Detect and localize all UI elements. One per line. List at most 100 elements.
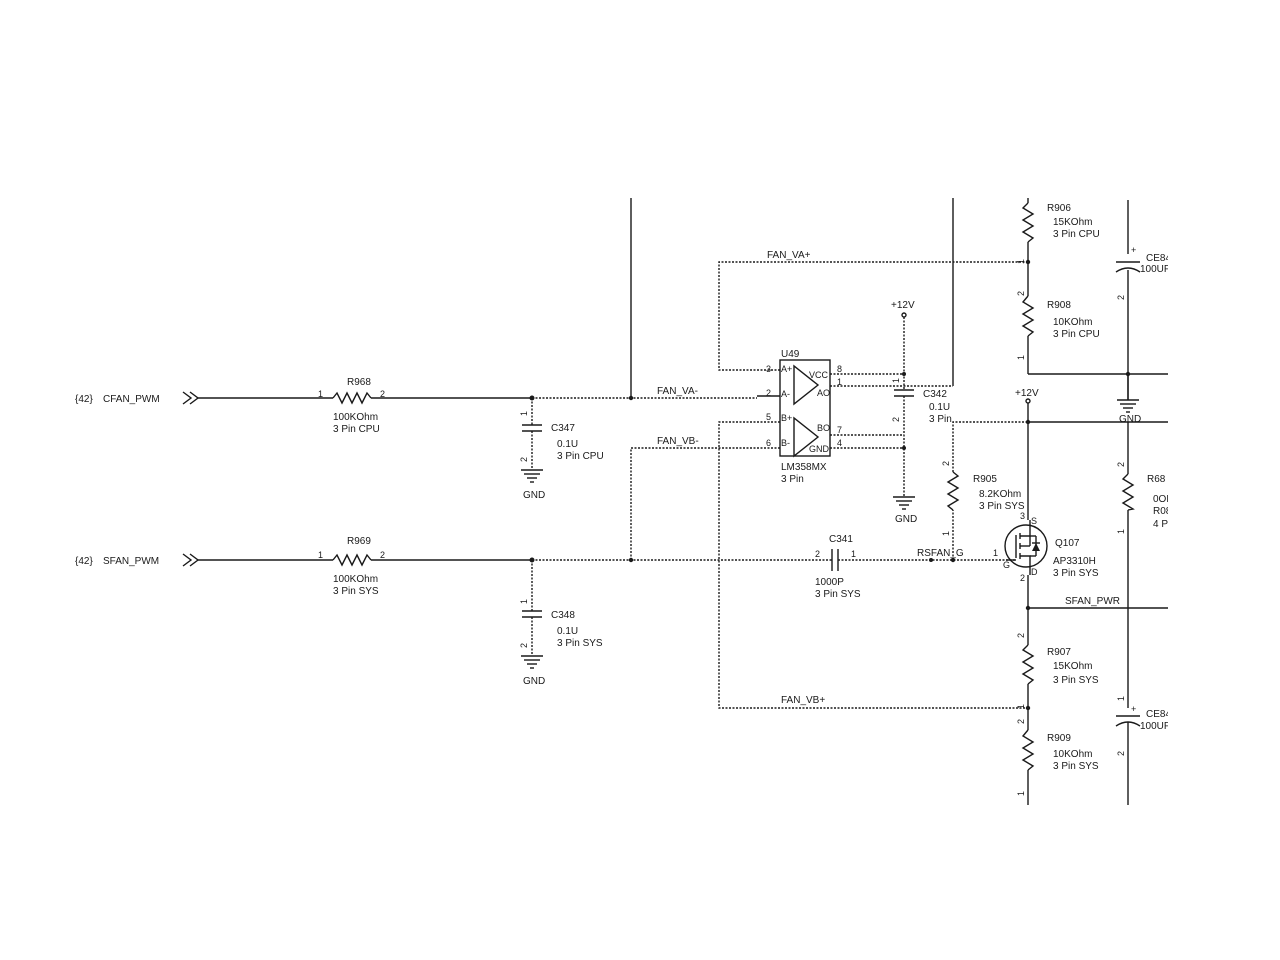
r905-ref: R905 (973, 474, 997, 485)
cfan-net-label: CFAN_PWM (103, 394, 160, 405)
fan-vb-minus-label: FAN_VB- (657, 436, 699, 447)
r906-value: 15KOhm (1053, 217, 1092, 228)
ce84-top-value: 100UF (1140, 264, 1170, 275)
c348-pin2: 2 (519, 643, 529, 648)
rsfan-g-label: RSFAN_G (917, 548, 964, 559)
r68-note: 4 Pi (1153, 519, 1170, 530)
q107-source-label: S (1031, 516, 1037, 526)
sfan-input-net: {42} SFAN_PWM (75, 553, 333, 567)
q107-ref: Q107 (1055, 538, 1080, 549)
r969-resistor[interactable]: R969 1 2 100KOhm 3 Pin SYS (318, 536, 385, 597)
c342-pin2: 2 (891, 417, 901, 422)
fan-vb-plus-label: FAN_VB+ (781, 695, 825, 706)
c341-capacitor[interactable]: C341 2 1 1000P 3 Pin SYS (815, 534, 1016, 600)
r68-pin1: 1 (1116, 529, 1126, 534)
c347-ref: C347 (551, 423, 575, 434)
r905-note: 3 Pin SYS (979, 501, 1025, 512)
c342-value: 0.1U (929, 402, 950, 413)
r907-ref: R907 (1047, 647, 1071, 658)
cfan-input-net: {42} CFAN_PWM (75, 391, 333, 405)
u49-label-a-minus: A- (781, 389, 790, 399)
ce84-top-ref: CE84 (1146, 253, 1171, 264)
c342-note: 3 Pin (929, 414, 952, 425)
u49-label-gnd: GND (809, 444, 830, 454)
c341-value: 1000P (815, 577, 844, 588)
r908-value: 10KOhm (1053, 317, 1092, 328)
r905-resistor[interactable]: R905 8.2KOhm 3 Pin SYS 2 1 (941, 421, 1028, 560)
c341-pin2: 2 (815, 549, 820, 559)
u49-label-ao: AO (817, 388, 830, 398)
c342-pin1: 1 (891, 378, 901, 383)
r909-resistor[interactable]: R909 10KOhm 3 Pin SYS 2 1 (1016, 719, 1099, 805)
r68-ref: R68 (1147, 474, 1166, 485)
q107-mosfet[interactable]: Q107 AP3310H 3 Pin SYS 1 2 3 G S D (993, 511, 1099, 583)
r906-ref: R906 (1047, 203, 1071, 214)
ce84-bottom-ref: CE84 (1146, 709, 1171, 720)
c347-value: 0.1U (557, 439, 578, 450)
r968-resistor[interactable]: R968 1 2 100KOhm 3 Pin CPU (318, 377, 385, 435)
gnd-symbol-c348: GND (521, 655, 545, 687)
u49-part: LM358MX (781, 462, 827, 473)
ce84-bottom-pin1: 1 (1116, 696, 1126, 701)
sfan-pwr-label: SFAN_PWR (1065, 596, 1120, 607)
r969-pin1: 1 (318, 550, 323, 560)
r908-note: 3 Pin CPU (1053, 329, 1100, 340)
u49-label-b-minus: B- (781, 438, 790, 448)
r909-note: 3 Pin SYS (1053, 761, 1099, 772)
gnd-label-2: GND (523, 676, 545, 687)
ce84-capacitor-bottom[interactable]: + CE84 100UF 1 2 (1115, 696, 1171, 756)
u49-opamp[interactable]: U49 LM358MX 3 Pin 3 2 5 6 A+ A- B+ B- 8 … (757, 349, 842, 485)
r905-pin1: 1 (941, 531, 951, 536)
r969-value: 100KOhm (333, 574, 378, 585)
q107-pin1: 1 (993, 548, 998, 558)
c347-pin1: 1 (519, 411, 529, 416)
q107-pin3: 3 (1020, 511, 1025, 521)
r969-note: 3 Pin SYS (333, 586, 379, 597)
u49-pin-4: 4 (837, 438, 842, 448)
r909-ref: R909 (1047, 733, 1071, 744)
u49-ref: U49 (781, 349, 800, 360)
r909-value: 10KOhm (1053, 749, 1092, 760)
u49-note: 3 Pin (781, 474, 804, 485)
c348-value: 0.1U (557, 626, 578, 637)
c347-capacitor[interactable]: C347 0.1U 3 Pin CPU 1 2 (519, 398, 604, 470)
fan-va-minus-label: FAN_VA- (657, 386, 698, 397)
ce84-capacitor-top[interactable]: + CE84 100UF 2 (1115, 245, 1171, 300)
ce84-bottom-plus: + (1131, 704, 1136, 714)
r907-resistor[interactable]: R907 15KOhm 3 Pin SYS 2 1 (1016, 633, 1099, 730)
r909-pin1: 1 (1016, 791, 1026, 796)
u49-pin-7: 7 (837, 425, 842, 435)
r68-resistor[interactable]: R68 0OH R08 4 Pi 2 1 (1116, 462, 1174, 534)
ce84-top-plus: + (1131, 245, 1136, 255)
u49-pin-6: 6 (766, 438, 771, 448)
sfan-net-label: SFAN_PWM (103, 556, 159, 567)
c341-ref: C341 (829, 534, 853, 545)
sfan-offpage-connector-icon (182, 553, 200, 567)
c341-note: 3 Pin SYS (815, 589, 861, 600)
c348-pin1: 1 (519, 599, 529, 604)
r68-value: 0OH (1153, 494, 1174, 505)
r968-value: 100KOhm (333, 412, 378, 423)
c348-capacitor[interactable]: C348 0.1U 3 Pin SYS 1 2 (519, 560, 603, 656)
r68-pin2: 2 (1116, 462, 1126, 467)
c341-pin1: 1 (851, 549, 856, 559)
gnd-label-3: GND (895, 514, 917, 525)
u49-pin-8: 8 (837, 364, 842, 374)
u49-pin-2: 2 (766, 388, 771, 398)
r906-resistor[interactable]: R906 15KOhm 3 Pin CPU 1 (1016, 202, 1100, 284)
ce84-bottom-pin2: 2 (1116, 751, 1126, 756)
c342-capacitor[interactable]: C342 0.1U 3 Pin 1 2 (891, 378, 952, 497)
r969-pin2: 2 (380, 550, 385, 560)
r905-value: 8.2KOhm (979, 489, 1021, 500)
gnd-label-1: GND (523, 490, 545, 501)
r906-pin1: 1 (1016, 259, 1026, 264)
q107-part: AP3310H (1053, 556, 1096, 567)
ce84-bottom-value: 100UF (1140, 721, 1170, 732)
c348-note: 3 Pin SYS (557, 638, 603, 649)
r908-resistor[interactable]: R908 10KOhm 3 Pin CPU 2 1 (1016, 284, 1100, 374)
r968-ref: R968 (347, 377, 371, 388)
r907-pin2: 2 (1016, 633, 1026, 638)
vcc-u49-label: +12V (891, 300, 915, 311)
u49-pin-3: 3 (766, 364, 771, 374)
